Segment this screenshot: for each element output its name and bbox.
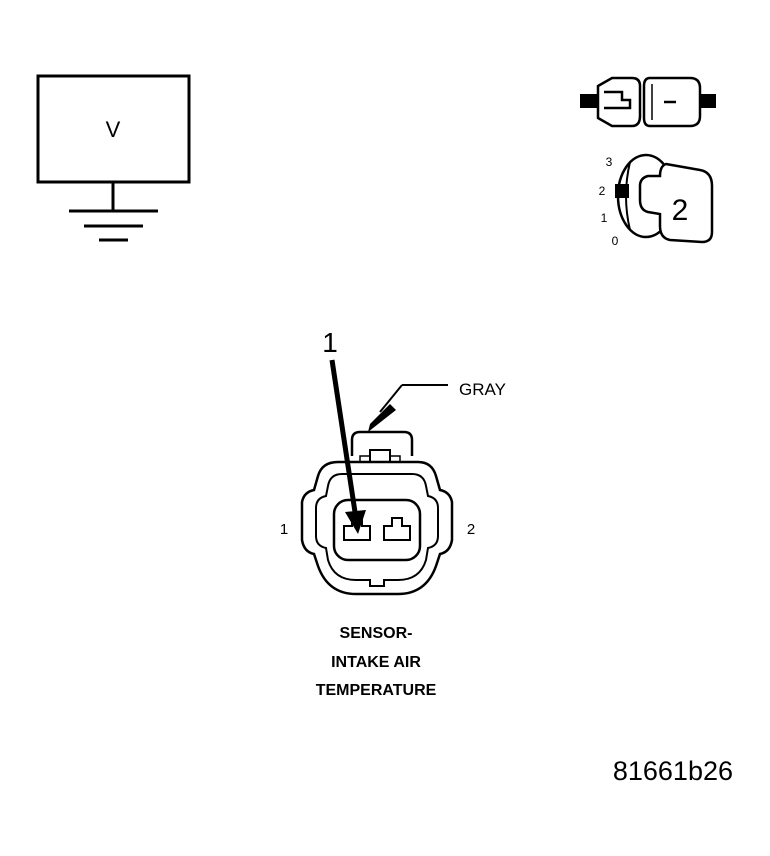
pin-label-1: 1 [280,521,288,538]
key-position-1: 1 [601,211,608,225]
voltmeter-label: V [106,117,121,142]
caption-line-2: INTAKE AIR [331,654,421,671]
ignition-key-icon: 3 2 1 0 2 [599,153,714,248]
pin-label-2: 2 [467,521,475,538]
wire-color-leader: GRAY [368,380,506,432]
callout-arrow: 1 [322,327,366,534]
connector-caption: SENSOR- INTAKE AIR TEMPERATURE [316,625,437,699]
connector-face [300,430,454,596]
key-position-3: 3 [606,155,613,169]
wire-color-label: GRAY [459,380,506,399]
caption-line-1: SENSOR- [340,625,413,642]
key-position-2: 2 [599,184,606,198]
connector-probe-icon [580,76,716,128]
figure-id: 81661b26 [613,756,733,786]
callout-number: 1 [322,327,338,358]
key-number: 2 [672,194,689,227]
ground-icon [69,182,158,242]
key-position-0: 0 [612,234,619,248]
voltmeter-symbol: V [36,74,191,242]
caption-line-3: TEMPERATURE [316,682,437,699]
